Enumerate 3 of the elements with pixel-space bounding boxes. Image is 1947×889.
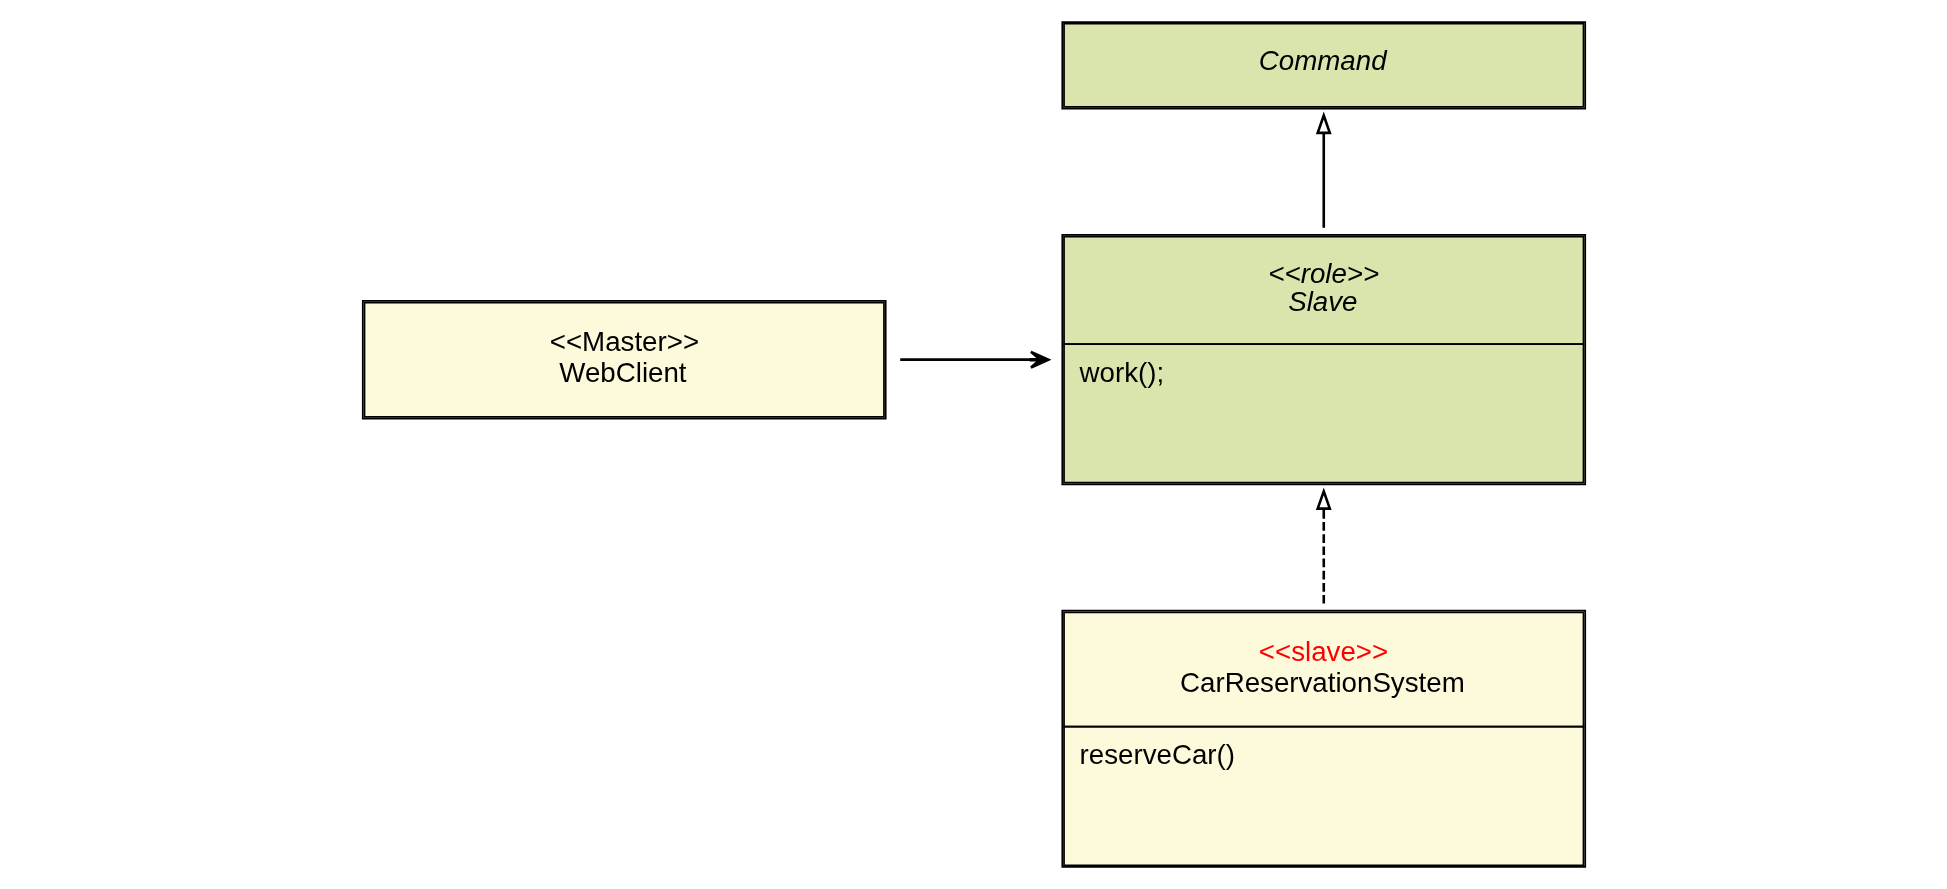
arrow bbox=[1315, 111, 1332, 228]
arrow bbox=[899, 350, 1050, 369]
arrow bbox=[1315, 487, 1332, 604]
